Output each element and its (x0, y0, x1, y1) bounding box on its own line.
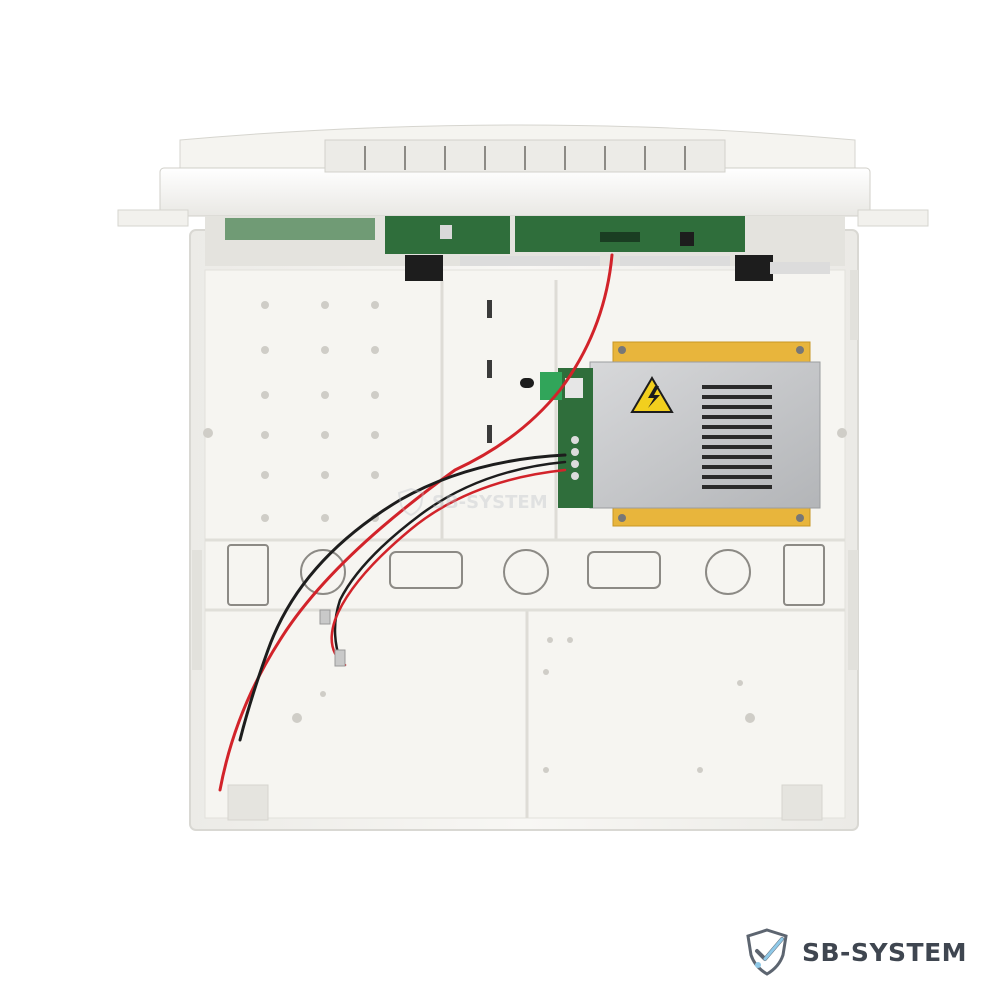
wiring (218, 253, 614, 792)
cable-knockouts (227, 544, 825, 606)
enclosure-body (189, 229, 859, 831)
brand-logo: SB-SYSTEM (742, 924, 992, 980)
enclosure-lid (117, 124, 929, 227)
power-supply-unit (589, 341, 821, 527)
high-voltage-warning-icon (630, 376, 674, 413)
control-pcb (205, 216, 845, 281)
mounting-holes (203, 300, 847, 773)
brand-name: SB-SYSTEM (802, 937, 968, 967)
shield-check-icon (746, 928, 788, 976)
psu-vent-slots (702, 385, 772, 489)
terminal-board (520, 368, 593, 508)
